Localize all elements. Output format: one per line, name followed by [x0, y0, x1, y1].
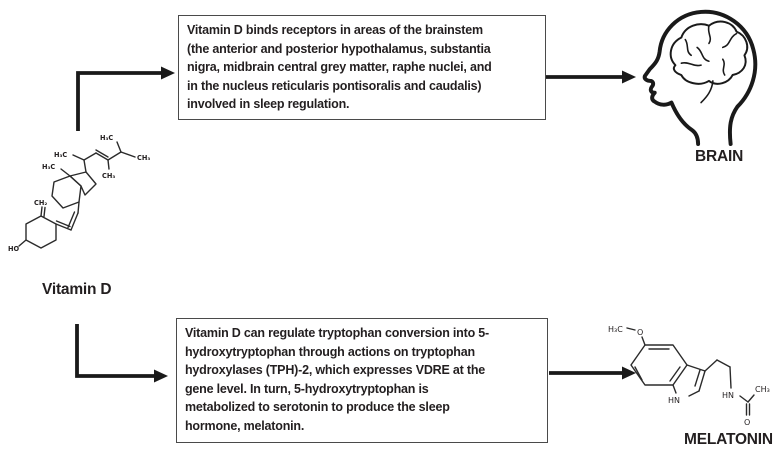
vitamin-d-label: Vitamin D	[42, 281, 112, 298]
mel-methoxy-o-label: O	[637, 328, 643, 337]
mel-acetyl-ch3-label: CH₃	[755, 385, 770, 394]
mel-methoxy-ch3-label: H₃C	[608, 325, 623, 334]
arrow-vitamind-to-melatoninbox	[75, 324, 168, 383]
brain-label: BRAIN	[695, 148, 744, 165]
brain-head-icon	[642, 9, 758, 146]
arrow-melatoninbox-to-melatonin	[549, 366, 636, 380]
melatonin-structure: H₃C O HN HN O CH₃	[608, 325, 770, 427]
vitd-angular-ch3-label: H₃C	[42, 163, 55, 171]
mel-carbonyl-o-label: O	[744, 418, 750, 427]
vitd-c26-ch3-label: H₃C	[100, 134, 113, 142]
arrow-brainbox-to-brain	[546, 70, 636, 84]
vitd-c20-ch3-label: H₃C	[54, 151, 67, 159]
arrow-vitamind-to-brainbox	[76, 66, 175, 131]
vitd-c27-ch3-label: CH₃	[137, 154, 150, 162]
brain-pathway-textbox: Vitamin D binds receptors in areas of th…	[178, 15, 546, 120]
vitamin-d-structure: HO CH₂ H₃C H₃C CH₃ H₃C CH₃	[8, 134, 150, 253]
mel-ring-hn-label: HN	[668, 396, 680, 405]
melatonin-label: MELATONIN	[684, 431, 773, 448]
melatonin-pathway-textbox: Vitamin D can regulate tryptophan conver…	[176, 318, 548, 443]
vitd-c24-ch3-label: CH₃	[102, 172, 115, 180]
mel-amide-hn-label: HN	[722, 391, 734, 400]
vitd-ho-label: HO	[8, 245, 20, 253]
vitd-ch2-label: CH₂	[34, 199, 47, 207]
